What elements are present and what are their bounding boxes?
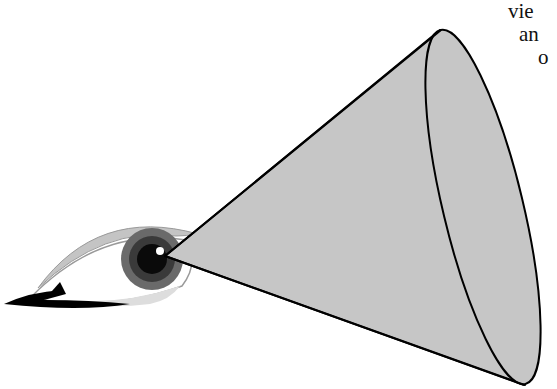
text-fragment: vie — [508, 1, 534, 22]
cone-edge — [165, 30, 441, 256]
text-fragment: o — [538, 47, 549, 68]
viewing-cone — [165, 21, 557, 389]
iris-inner — [129, 236, 175, 282]
eyeliner-tip — [44, 282, 66, 300]
cone-edge — [165, 256, 524, 385]
eyeliner — [4, 290, 130, 308]
cone-base — [402, 21, 557, 389]
text-fragment: an — [519, 24, 539, 45]
eye-highlight — [156, 247, 164, 255]
eye — [4, 227, 198, 308]
pupil — [137, 244, 167, 274]
